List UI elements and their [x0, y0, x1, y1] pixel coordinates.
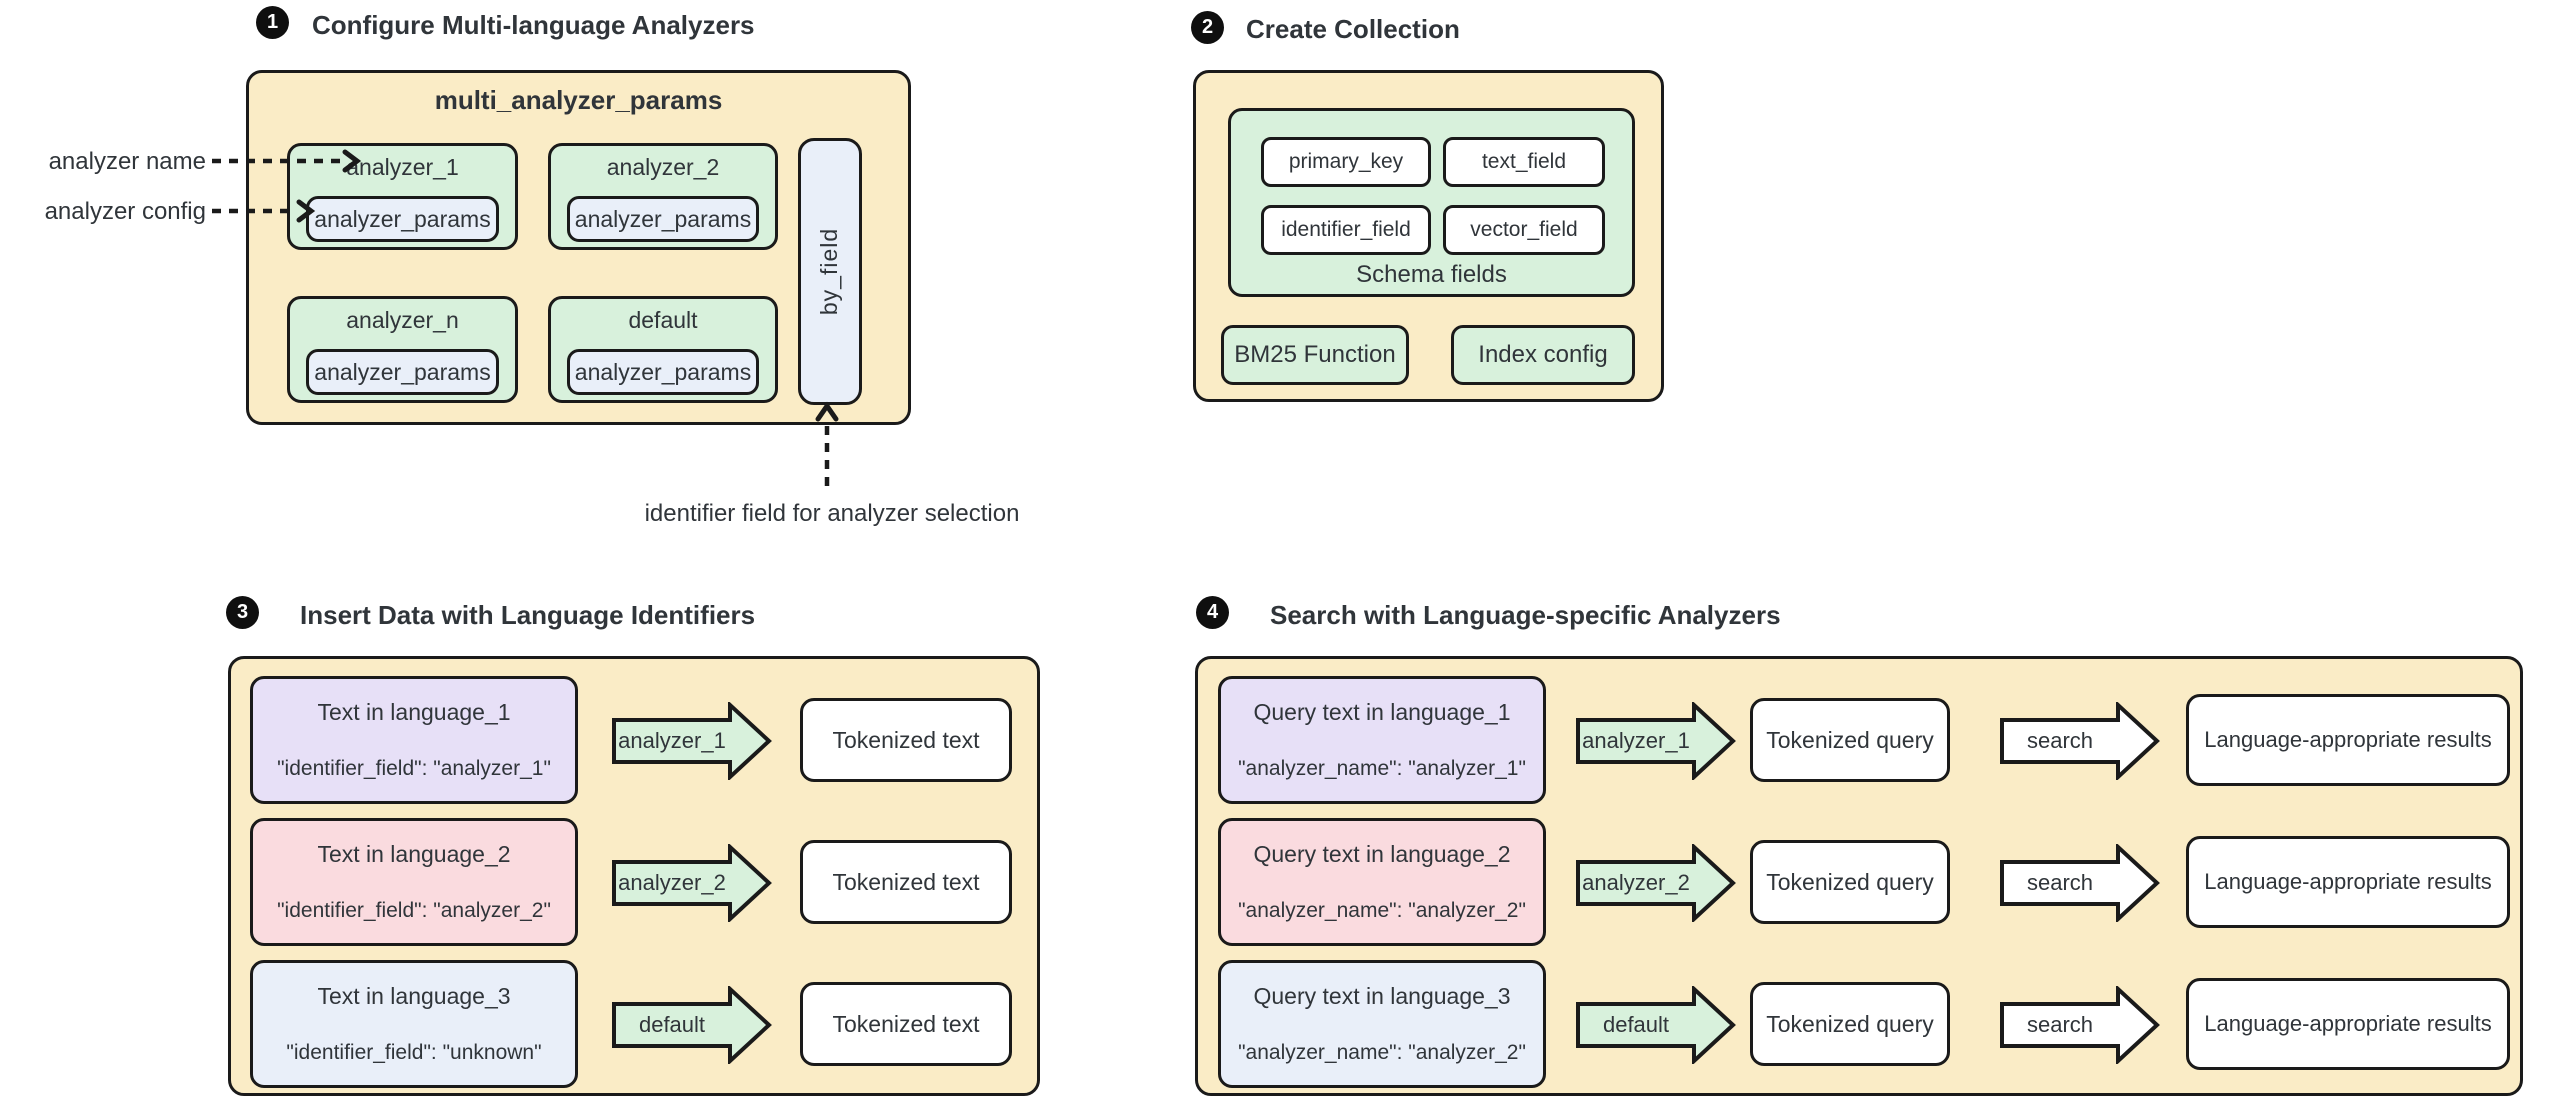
- insert-analyzer-1-arrow-label: analyzer_1: [618, 728, 726, 753]
- multi-analyzer-params-title: multi_analyzer_params: [434, 85, 723, 115]
- section-1-title: Configure Multi-language Analyzers: [312, 10, 755, 40]
- identifier-field-field: identifier_field: [1261, 205, 1431, 255]
- query-language-1-card: Query text in language_1 "analyzer_name"…: [1218, 676, 1546, 804]
- step-4-badge: 4: [1196, 596, 1229, 629]
- index-config-box: Index config: [1451, 325, 1635, 385]
- query-language-3-code: "analyzer_name": "analyzer_2": [1238, 1041, 1526, 1064]
- text-language-1-title: Text in language_1: [317, 699, 511, 725]
- by-field-label: by_field: [816, 227, 843, 316]
- analyzer-1-box: analyzer_1 analyzer_params: [287, 143, 518, 250]
- search-analyzer-1-arrow-label: analyzer_1: [1582, 728, 1690, 753]
- text-language-3-card: Text in language_3 "identifier_field": "…: [250, 960, 578, 1088]
- text-field-field: text_field: [1443, 137, 1605, 187]
- step-3-badge: 3: [226, 596, 259, 629]
- section-4-title: Search with Language-specific Analyzers: [1270, 600, 1781, 630]
- text-language-1-code: "identifier_field": "analyzer_1": [277, 757, 551, 780]
- search-analyzer-1-arrow: analyzer_1: [1576, 702, 1736, 780]
- block-arrow-shape: [612, 702, 772, 780]
- analyzer-n-label: analyzer_n: [346, 307, 459, 333]
- text-language-1-card: Text in language_1 "identifier_field": "…: [250, 676, 578, 804]
- block-arrow-shape: [1576, 702, 1736, 780]
- search-arrow-1-label: search: [2026, 728, 2094, 753]
- block-arrow-shape: [2000, 844, 2160, 922]
- multi-analyzer-params-container: multi_analyzer_params analyzer_1 analyze…: [246, 70, 911, 425]
- query-language-2-title: Query text in language_2: [1253, 841, 1511, 867]
- section-2-title: Create Collection: [1246, 14, 1460, 44]
- block-arrow-shape: [2000, 986, 2160, 1064]
- schema-fields-label: Schema fields: [1356, 261, 1507, 288]
- by-field-box: by_field: [798, 138, 862, 405]
- schema-fields-box: primary_key text_field identifier_field …: [1228, 108, 1635, 297]
- search-default-arrow: default: [1576, 986, 1736, 1064]
- results-box-1: Language-appropriate results: [2186, 694, 2510, 786]
- query-language-1-title: Query text in language_1: [1253, 699, 1511, 725]
- insert-analyzer-2-arrow: analyzer_2: [612, 844, 772, 922]
- section-3-title: Insert Data with Language Identifiers: [300, 600, 756, 630]
- tokenized-query-box-3: Tokenized query: [1750, 982, 1950, 1066]
- text-language-3-code: "identifier_field": "unknown": [286, 1041, 542, 1064]
- search-arrow-1: search: [2000, 702, 2160, 780]
- results-box-2: Language-appropriate results: [2186, 836, 2510, 928]
- search-analyzer-2-arrow: analyzer_2: [1576, 844, 1736, 922]
- analyzer-2-params-box: analyzer_params: [567, 196, 759, 242]
- analyzer-1-label: analyzer_1: [346, 154, 459, 180]
- block-arrow-shape: [612, 844, 772, 922]
- block-arrow-shape: [2000, 702, 2160, 780]
- default-analyzer-params-box: analyzer_params: [567, 349, 759, 395]
- query-language-2-card: Query text in language_2 "analyzer_name"…: [1218, 818, 1546, 946]
- insert-analyzer-2-arrow-label: analyzer_2: [618, 870, 726, 895]
- default-analyzer-label: default: [628, 307, 698, 333]
- tokenized-query-box-1: Tokenized query: [1750, 698, 1950, 782]
- query-language-3-card: Query text in language_3 "analyzer_name"…: [1218, 960, 1546, 1088]
- block-arrow-shape: [1576, 844, 1736, 922]
- primary-key-field: primary_key: [1261, 137, 1431, 187]
- tokenized-text-box-2: Tokenized text: [800, 840, 1012, 924]
- search-arrow-2-label: search: [2026, 870, 2094, 895]
- query-language-3-title: Query text in language_3: [1253, 983, 1511, 1009]
- insert-default-arrow-label: default: [638, 1012, 706, 1037]
- search-arrow-3-label: search: [2026, 1012, 2094, 1037]
- step-1-badge: 1: [256, 6, 289, 39]
- analyzer-1-params-box: analyzer_params: [306, 196, 499, 242]
- text-language-2-title: Text in language_2: [317, 841, 511, 867]
- by-field-caption: identifier field for analyzer selection: [644, 500, 1020, 527]
- analyzer-n-params-box: analyzer_params: [306, 349, 499, 395]
- analyzer-name-label: analyzer name: [48, 148, 206, 175]
- search-analyzer-2-arrow-label: analyzer_2: [1582, 870, 1690, 895]
- vector-field-field: vector_field: [1443, 205, 1605, 255]
- search-arrow-2: search: [2000, 844, 2160, 922]
- analyzer-config-label: analyzer config: [44, 198, 206, 225]
- step-2-badge: 2: [1191, 11, 1224, 44]
- analyzer-2-box: analyzer_2 analyzer_params: [548, 143, 778, 250]
- results-box-3: Language-appropriate results: [2186, 978, 2510, 1070]
- text-language-3-title: Text in language_3: [317, 983, 511, 1009]
- default-analyzer-box: default analyzer_params: [548, 296, 778, 403]
- tokenized-query-box-2: Tokenized query: [1750, 840, 1950, 924]
- analyzer-2-label: analyzer_2: [606, 154, 720, 180]
- search-default-arrow-label: default: [1602, 1012, 1670, 1037]
- tokenized-text-box-1: Tokenized text: [800, 698, 1012, 782]
- block-arrow-shape: [612, 986, 772, 1064]
- bm25-function-box: BM25 Function: [1221, 325, 1409, 385]
- tokenized-text-box-3: Tokenized text: [800, 982, 1012, 1066]
- insert-default-arrow: default: [612, 986, 772, 1064]
- text-language-2-card: Text in language_2 "identifier_field": "…: [250, 818, 578, 946]
- block-arrow-shape: [1576, 986, 1736, 1064]
- query-language-2-code: "analyzer_name": "analyzer_2": [1238, 899, 1526, 922]
- insert-analyzer-1-arrow: analyzer_1: [612, 702, 772, 780]
- text-language-2-code: "identifier_field": "analyzer_2": [277, 899, 551, 922]
- search-arrow-3: search: [2000, 986, 2160, 1064]
- query-language-1-code: "analyzer_name": "analyzer_1": [1238, 757, 1526, 780]
- analyzer-n-box: analyzer_n analyzer_params: [287, 296, 518, 403]
- create-collection-container: primary_key text_field identifier_field …: [1193, 70, 1664, 402]
